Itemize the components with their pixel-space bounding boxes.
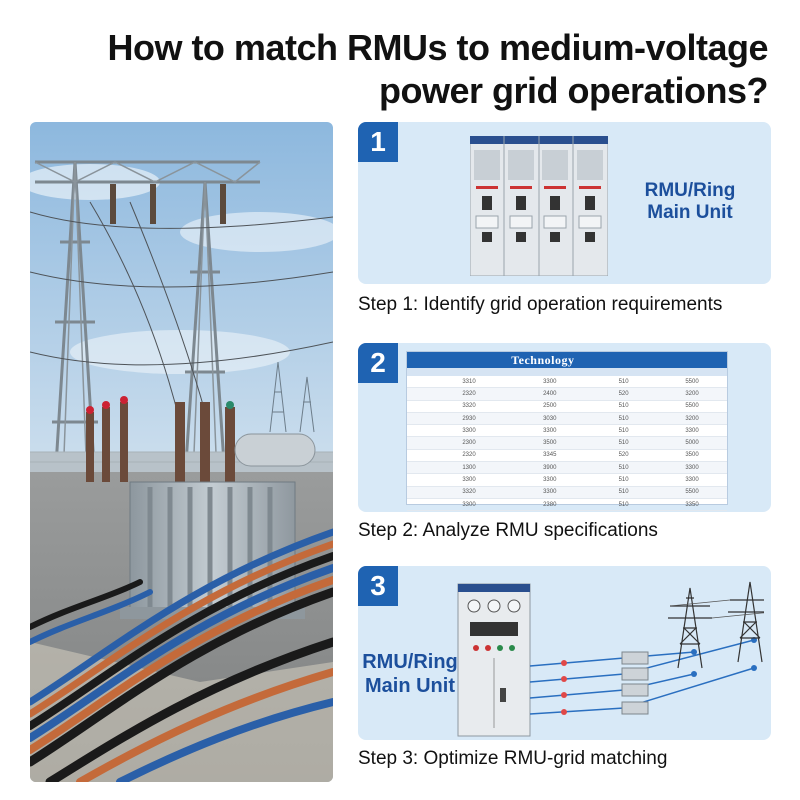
table-cell: 2500 (509, 400, 591, 413)
step-2-caption: Step 2: Analyze RMU specifications (358, 520, 658, 541)
table-row-label (407, 387, 429, 401)
title-line-1: How to match RMUs to medium-voltage (107, 27, 768, 68)
table-cell: 510 (590, 412, 658, 426)
table-cell: 520 (590, 449, 658, 463)
table-row-label (407, 473, 429, 487)
table-cell: 510 (590, 461, 658, 475)
table-cell: 3350 (657, 498, 727, 512)
table-row-label (407, 376, 429, 389)
table-cell: 3030 (509, 412, 591, 426)
table-cell: 2380 (509, 498, 591, 512)
table-cell: 510 (590, 498, 658, 512)
table-subheader (509, 368, 591, 376)
table-cell: 510 (590, 376, 658, 389)
table-cell: 1300 (428, 461, 510, 475)
rmu-label-line-1: RMU/Ring (362, 651, 458, 673)
table-cell: 3300 (509, 486, 591, 499)
table-row-label (407, 400, 429, 413)
table-cell: 3500 (657, 449, 727, 463)
table-cell: 3500 (509, 436, 591, 450)
table-cell: 5500 (657, 486, 727, 499)
table-header-blank-2 (657, 352, 727, 368)
step-3-badge: 3 (358, 566, 398, 606)
table-cell: 3300 (428, 498, 510, 512)
table-cell: 510 (590, 424, 658, 438)
rmu-cabinet-image (470, 136, 608, 276)
table-cell: 510 (590, 436, 658, 450)
table-subheader (590, 368, 658, 376)
step-1-card: 1 RMU/Ring Main Unit (358, 122, 771, 284)
table-cell: 2320 (428, 387, 510, 401)
table-cell: 3300 (657, 424, 727, 438)
table-cell: 3300 (657, 461, 727, 475)
table-cell: 3300 (509, 473, 591, 487)
table-cell: 3200 (657, 387, 727, 401)
table-cell: 510 (590, 473, 658, 487)
rmu-label: RMU/Ring Main Unit (630, 180, 750, 224)
step-3-card: 3 RMU/Ring Main Unit (358, 566, 771, 740)
table-cell: 2930 (428, 412, 510, 426)
step-3-caption: Step 3: Optimize RMU-grid matching (358, 748, 668, 769)
table-row-label (407, 424, 429, 438)
table-row-label (407, 486, 429, 499)
table-row-label (407, 498, 429, 512)
table-cell: 510 (590, 486, 658, 499)
table-cell: 2400 (509, 387, 591, 401)
table-cell: 3345 (509, 449, 591, 463)
grid-matching-diagram (457, 581, 764, 737)
table-cell: 3300 (428, 424, 510, 438)
table-subheader (428, 368, 510, 376)
rmu-label-line-2: Main Unit (365, 675, 455, 697)
page-title: How to match RMUs to medium-voltage powe… (28, 26, 768, 112)
table-row-label (407, 461, 429, 475)
table-subheader (657, 368, 727, 376)
table-cell: 3300 (509, 424, 591, 438)
rmu-label-line-1: RMU/Ring (644, 180, 736, 201)
table-cell: 3320 (428, 486, 510, 499)
table-row-label (407, 436, 429, 450)
rmu-label-line-2: Main Unit (647, 202, 733, 223)
table-cell: 5500 (657, 376, 727, 389)
table-header-blank (407, 352, 429, 368)
table-cell: 2320 (428, 449, 510, 463)
table-subheader (407, 368, 429, 376)
table-cell: 510 (590, 400, 658, 413)
table-row-label (407, 412, 429, 426)
rmu-label: RMU/Ring Main Unit (362, 650, 458, 698)
table-cell: 5500 (657, 400, 727, 413)
step-1-caption: Step 1: Identify grid operation requirem… (358, 294, 723, 315)
table-cell: 520 (590, 387, 658, 401)
table-header-technology: Technology (428, 352, 658, 368)
table-cell: 3300 (428, 473, 510, 487)
table-cell: 3300 (657, 473, 727, 487)
title-line-2: power grid operations? (378, 70, 769, 111)
table-cell: 3900 (509, 461, 591, 475)
table-cell: 3310 (428, 376, 510, 389)
table-cell: 3200 (657, 412, 727, 426)
substation-photo (30, 122, 333, 782)
table-cell: 3320 (428, 400, 510, 413)
step-2-badge: 2 (358, 343, 398, 383)
step-1-badge: 1 (358, 122, 398, 162)
table-cell: 5000 (657, 436, 727, 450)
table-cell: 3300 (509, 376, 591, 389)
table-cell: 2300 (428, 436, 510, 450)
table-row-label (407, 449, 429, 463)
